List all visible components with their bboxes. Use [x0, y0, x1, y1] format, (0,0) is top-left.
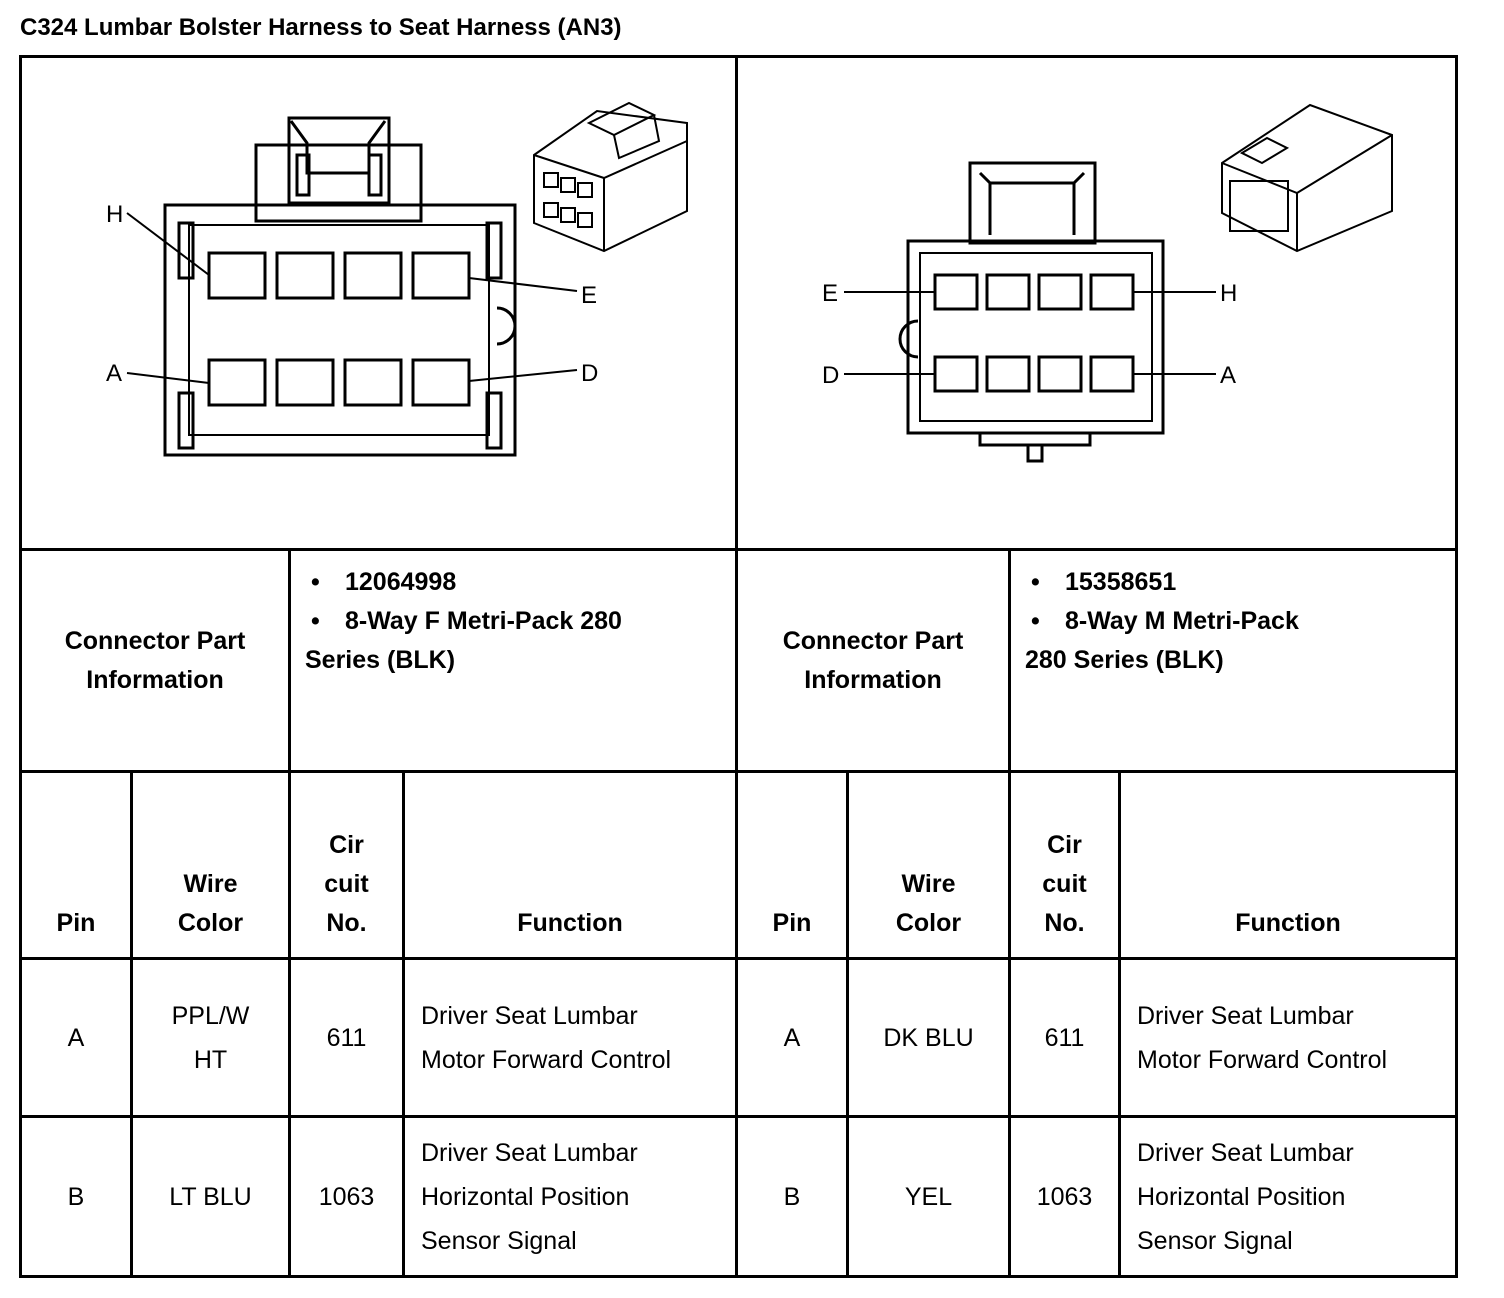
left-info-label: Connector Part Information — [19, 548, 291, 773]
circuit-cell: 1063 — [1008, 1115, 1121, 1278]
pin-cell: B — [735, 1115, 849, 1278]
pin-label-d: D — [581, 360, 598, 387]
left-connector-diagram: H E A D — [19, 55, 738, 551]
pin-label-h-right: H — [1220, 280, 1237, 307]
header-function: Function — [402, 770, 738, 960]
pin-label-a-right: A — [1220, 362, 1236, 389]
pin-label-e-right: E — [822, 280, 838, 307]
header-pin-right: Pin — [735, 770, 849, 960]
left-part-number: 12064998 — [345, 568, 457, 596]
right-part-number: 15358651 — [1065, 568, 1177, 596]
pin-label-e: E — [581, 282, 597, 309]
pin-cell: B — [19, 1115, 133, 1278]
left-part-info: •12064998 •8-Way F Metri-Pack 280 Series… — [288, 548, 738, 773]
pin-cell: A — [19, 957, 133, 1118]
pin-label-d-right: D — [822, 362, 839, 389]
connector-table: H E A D — [19, 55, 1458, 1278]
page-title: C324 Lumbar Bolster Harness to Seat Harn… — [20, 14, 622, 41]
right-connector-diagram: E H D A — [735, 55, 1458, 551]
header-pin: Pin — [19, 770, 133, 960]
pin-label-a: A — [106, 360, 122, 387]
right-info-label: Connector Part Information — [735, 548, 1011, 773]
wire-color-cell: DK BLU — [846, 957, 1011, 1118]
female-connector-drawing: H E A D — [106, 101, 688, 457]
circuit-cell: 611 — [288, 957, 405, 1118]
wire-color-cell: LT BLU — [130, 1115, 291, 1278]
male-connector-drawing: E H D A — [822, 103, 1393, 463]
header-function-right: Function — [1118, 770, 1458, 960]
wire-color-cell: YEL — [846, 1115, 1011, 1278]
circuit-cell: 1063 — [288, 1115, 405, 1278]
circuit-cell: 611 — [1008, 957, 1121, 1118]
pin-label-h: H — [106, 201, 123, 228]
right-part-info: •15358651 •8-Way M Metri-Pack 280 Series… — [1008, 548, 1458, 773]
pin-cell: A — [735, 957, 849, 1118]
